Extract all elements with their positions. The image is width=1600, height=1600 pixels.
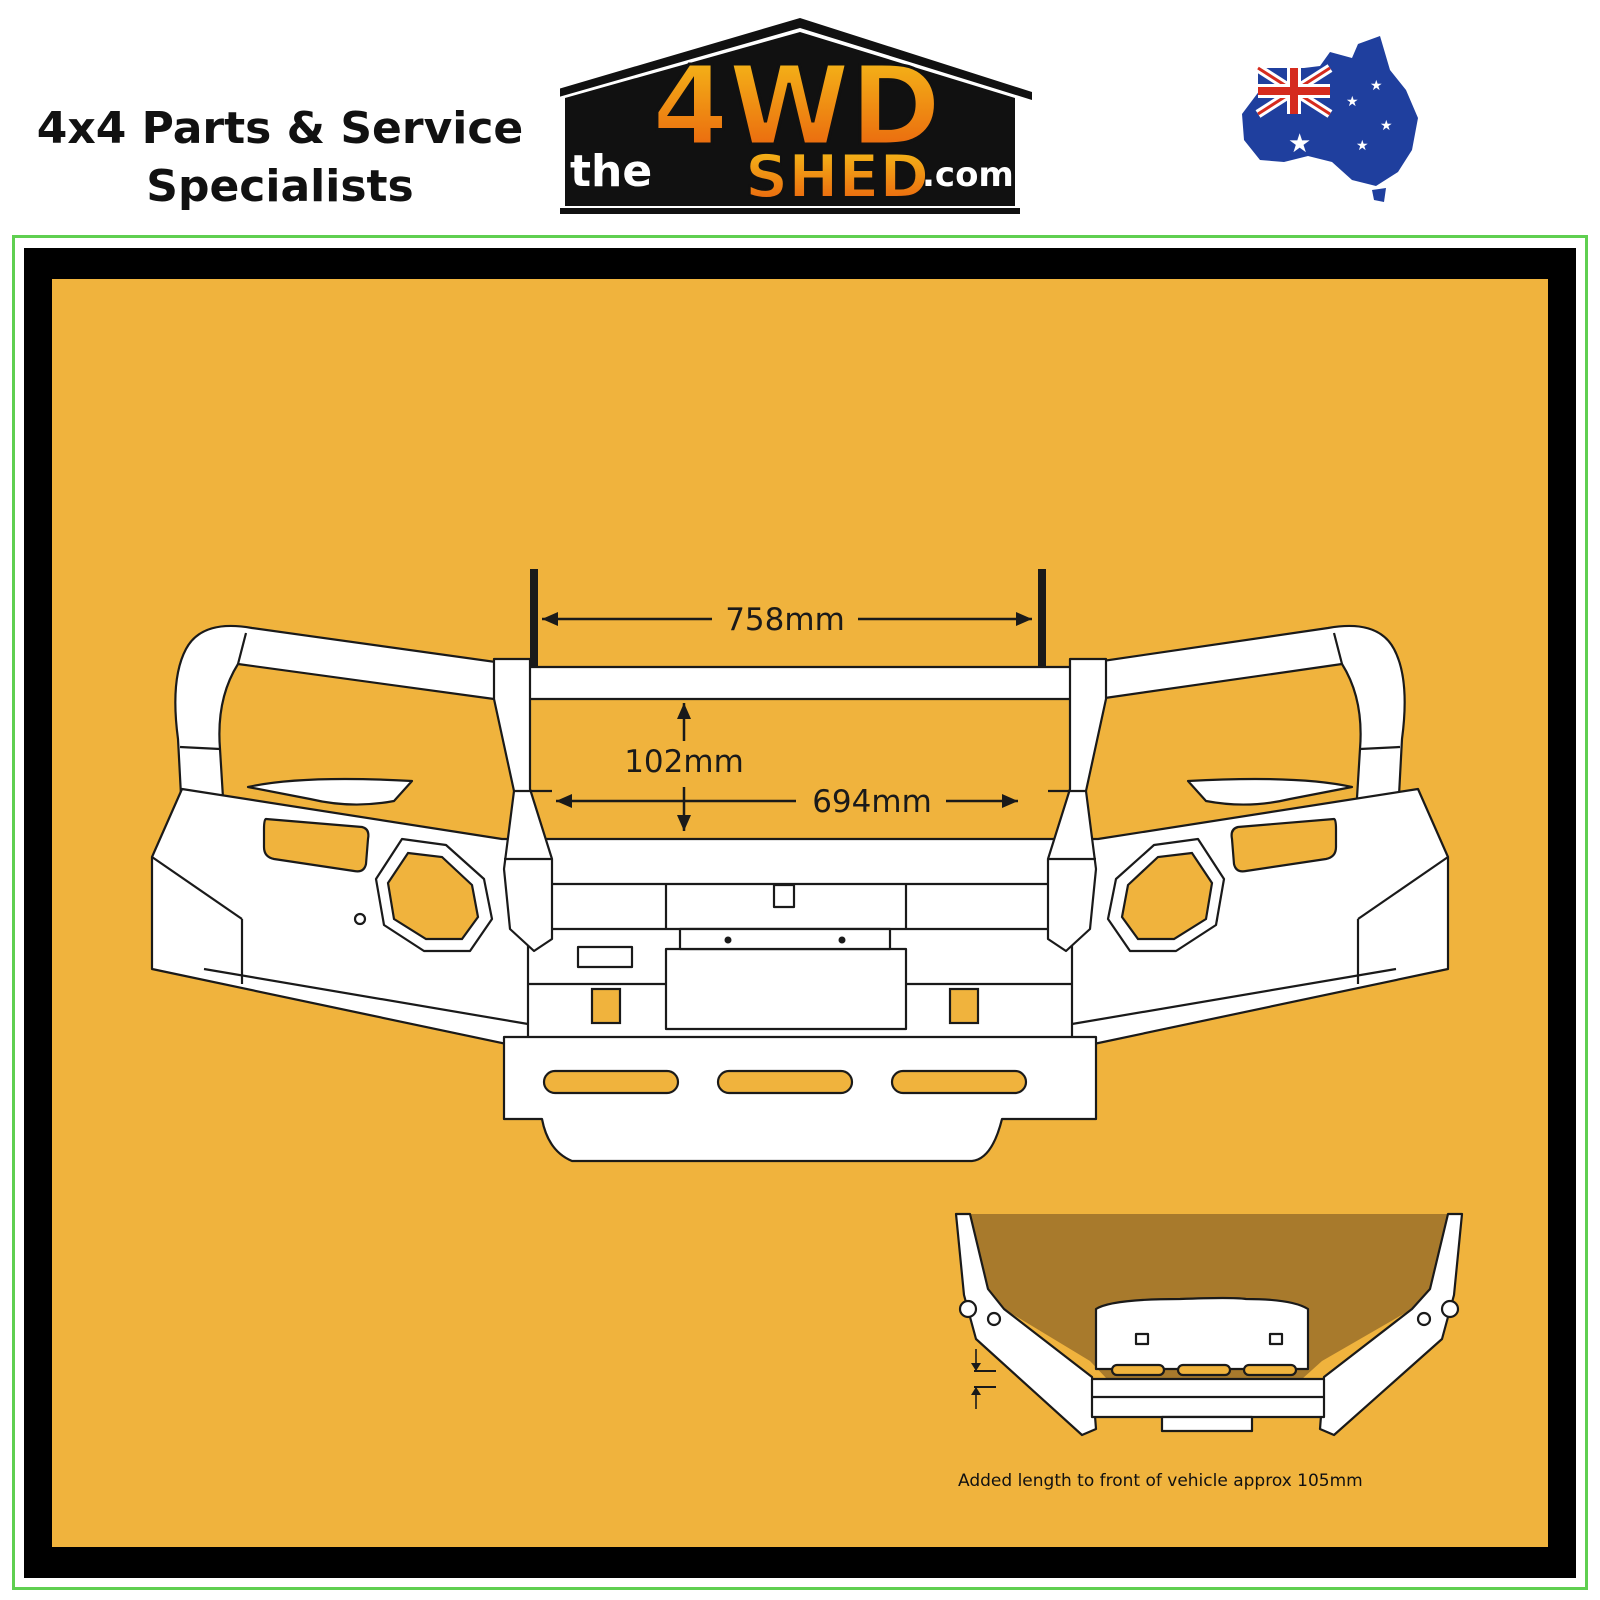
bullbar-diagram-panel: 758mm 694mm 102mm [52,279,1548,1547]
dimension-bottom-width: 694mm [556,784,1018,820]
the4wdshed-logo: the 4WD SHED .com [548,14,1060,224]
bullbar-drawing: 758mm 694mm 102mm [150,569,1464,1491]
left-indicator-light [262,817,370,873]
left-upright-post [492,657,554,953]
left-side-fin [246,777,414,806]
dimension-top-width: 758mm [530,569,1046,667]
right-side-fin [1186,777,1354,806]
logo-prefix: the [570,146,652,197]
right-indicator-light [1230,817,1338,873]
left-hoop [174,624,512,816]
top-centre-bar [520,665,1084,701]
logo-main: 4WD [652,42,941,170]
tagline-line-2: Specialists [146,161,414,212]
right-hoop [1080,624,1406,816]
top-view-inset: Added length to front of vehicle approx … [954,1212,1464,1491]
right-fog-light-housing [1106,837,1226,953]
tagline: 4x4 Parts & Service Specialists [20,100,540,216]
logo-suffix: .com [922,155,1014,195]
svg-text:★: ★ [1380,118,1393,134]
dimension-height: 102mm [624,703,744,831]
tagline-line-1: 4x4 Parts & Service [36,103,524,154]
svg-text:★: ★ [1288,129,1311,159]
logo-sub: SHED [745,142,929,212]
svg-text:★: ★ [1370,78,1383,94]
right-upright-post [1046,657,1108,953]
svg-text:★: ★ [1356,138,1369,154]
inset-note: Added length to front of vehicle approx … [958,1471,1363,1491]
australia-flag-map-icon: ★ ★ ★ ★ ★ [1230,30,1430,210]
image-border [12,235,1588,1590]
left-fog-light-housing [374,837,494,953]
dimension-label-height: 102mm [624,744,744,780]
svg-text:★: ★ [1346,94,1359,110]
dimension-label-bottom-width: 694mm [812,784,932,820]
dimension-label-top-width: 758mm [725,602,845,638]
bash-plate [502,1035,1098,1163]
